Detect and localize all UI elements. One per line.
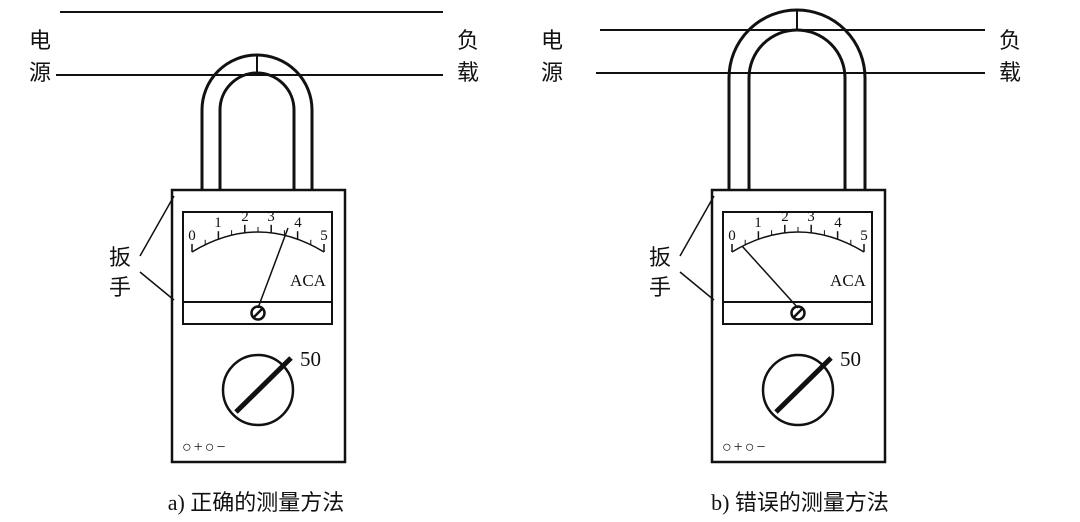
terminals-a: ○+○− [182,439,227,456]
meter-body-b [710,188,887,464]
terminals-b: ○+○− [722,439,767,456]
load-label-char2-b: 载 [999,60,1021,85]
scale-major-ticks-b [731,224,865,252]
clamp-inner-b [747,28,847,190]
caption-b: b) 错误的测量方法 [711,490,889,515]
scale-label-3-b: 3 [807,209,815,225]
scale-minor-ticks-b [744,227,852,245]
zero-adjust-screw-slot-b [792,307,804,319]
range-dial-b[interactable] [761,353,835,427]
scale-minor-ticks-a [204,227,312,245]
lever-pointer-line-upper-a [139,195,175,257]
lever-label-char1-b: 扳 [649,245,671,270]
range-dial-a[interactable] [221,353,295,427]
lever-pointer-line-upper-b [679,195,715,257]
scale-major-ticks-a [191,224,325,252]
scale-label-4: 4 [294,215,302,231]
scale-label-5: 5 [320,228,328,244]
load-label-char2: 载 [457,60,479,85]
meter-needle-b [741,245,799,309]
figure-a: 电 源 负 载 扳 手 [29,11,479,515]
zero-adjust-screw-slot-a [252,307,264,319]
meter-display-strip-b [722,301,873,325]
meter-unit-label-a: ACA [290,271,327,290]
meter-unit-label-b: ACA [830,271,867,290]
range-dial-pointer-a [234,356,293,414]
range-value-b: 50 [840,347,861,371]
scale-label-1-b: 1 [754,215,762,231]
lever-pointer-line-lower-b [679,271,715,301]
scale-label-5-b: 5 [860,228,868,244]
scale-label-4-b: 4 [834,215,842,231]
source-label-char1-b: 电 [541,28,563,53]
scale-arc-a [191,231,325,253]
scale-arc-b [731,231,865,253]
scale-label-0-b: 0 [728,228,736,244]
lever-pointer-line-lower-a [139,271,175,301]
zero-adjust-screw-a [250,305,266,321]
load-label-char1-b: 负 [999,28,1021,53]
lever-label-char2: 手 [109,275,131,300]
scale-label-0: 0 [188,228,196,244]
range-dial-pointer-b [774,356,833,414]
scale-label-1: 1 [214,215,222,231]
source-label-char2: 源 [29,60,51,85]
lever-label-char2-b: 手 [649,275,671,300]
lever-label-char1: 扳 [109,245,131,270]
source-label-char2-b: 源 [541,60,563,85]
source-label-char1: 电 [29,28,51,53]
scale-label-2: 2 [241,209,249,225]
range-value-a: 50 [300,347,321,371]
meter-needle-a [257,227,289,309]
zero-adjust-screw-b [790,305,806,321]
figure-b: 电 源 负 载 扳 手 [541,8,1021,515]
clamp-inner-a [218,71,296,190]
scale-label-2-b: 2 [781,209,789,225]
caption-a: a) 正确的测量方法 [168,490,345,515]
load-label-char1: 负 [457,28,479,53]
scale-label-3: 3 [267,209,275,225]
meter-body-a [170,188,347,464]
meter-display-strip-a [182,301,333,325]
